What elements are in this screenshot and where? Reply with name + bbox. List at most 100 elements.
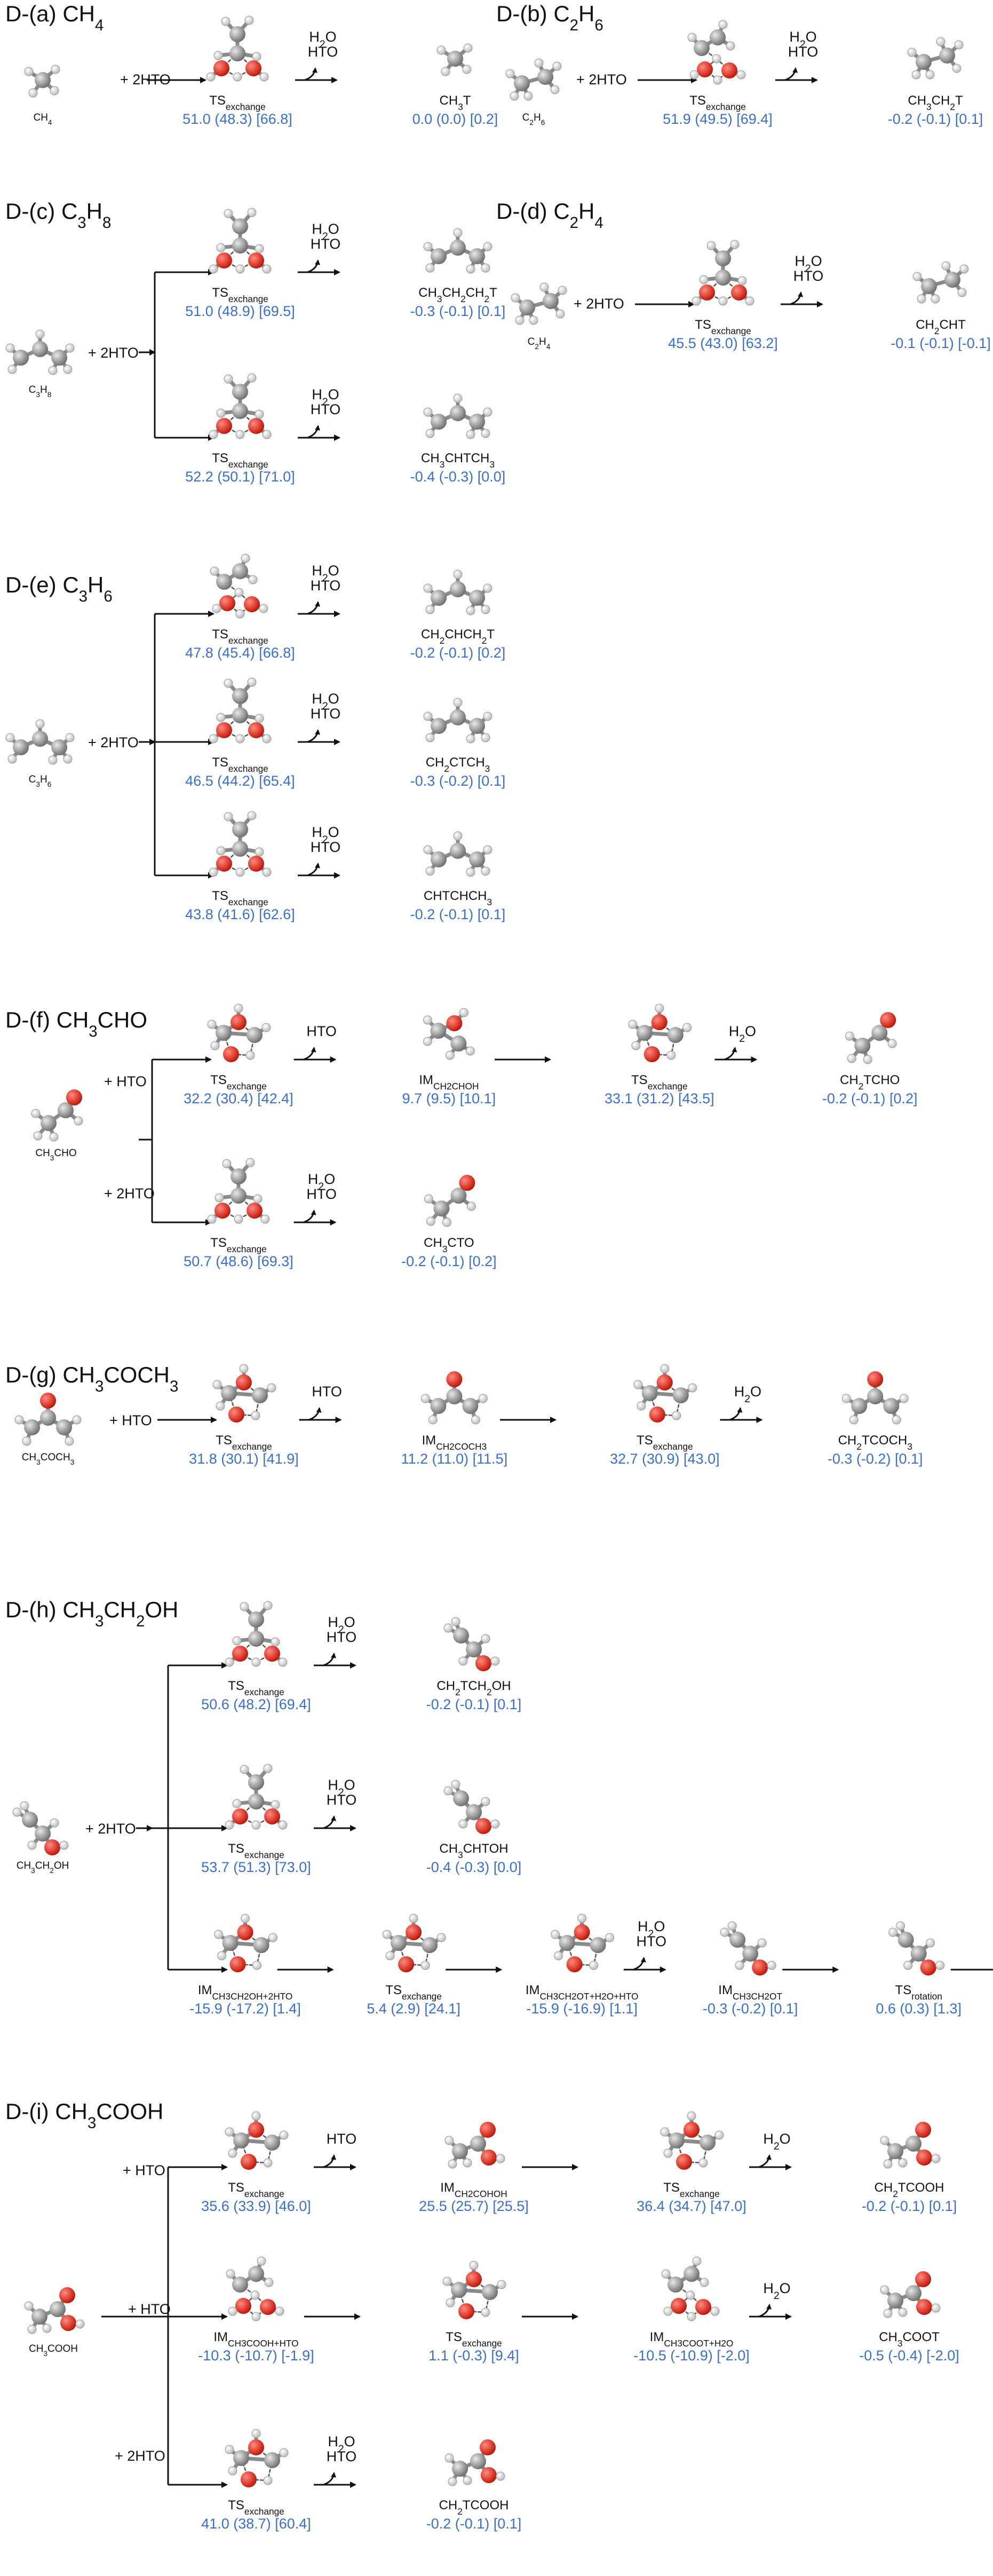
hydrogen-atom: [534, 58, 544, 68]
carbon-atom: [466, 1641, 482, 1657]
hydrogen-atom: [737, 276, 747, 286]
transition-state-structure: [628, 1003, 692, 1062]
hydrogen-bond: [722, 276, 740, 294]
ts-label: TSexchange: [216, 1433, 272, 1452]
transition-state-structure: [687, 20, 746, 85]
intermediate-structure: [444, 2122, 505, 2169]
hydrogen-atom: [241, 1914, 250, 1923]
hydrogen-atom: [687, 2111, 696, 2121]
hydrogen-atom: [27, 2325, 37, 2334]
carbon-atom: [233, 2132, 249, 2148]
hydrogen-atom: [262, 734, 272, 744]
hydrogen-atom: [686, 2290, 695, 2300]
reactant-structure: [5, 719, 75, 765]
carbon-atom: [450, 240, 466, 256]
hydrogen-atom: [423, 407, 433, 417]
carbon-atom: [715, 270, 731, 286]
reagent-label: + 2HTO: [576, 72, 627, 88]
carbon-atom: [221, 1385, 237, 1401]
hydrogen-atom: [883, 2309, 893, 2318]
hydrogen-atom: [463, 43, 473, 53]
oxygen-atom: [247, 1203, 263, 1219]
released-species-label: H2O: [638, 1918, 665, 1940]
hydrogen-atom: [529, 315, 538, 325]
energy-value: -0.2 (-0.1) [0.1]: [426, 1696, 522, 1712]
energy-value: 43.8 (41.6) [62.6]: [185, 906, 295, 922]
hydrogen-atom: [247, 208, 257, 217]
released-species-label: HTO: [327, 2131, 357, 2147]
transition-state-structure: [207, 1003, 271, 1062]
carbon-atom: [641, 1385, 658, 1401]
hydrogen-atom: [224, 812, 233, 821]
ts-label: TSexchange: [385, 1983, 442, 2002]
carbon-atom: [450, 1036, 467, 1052]
hydrogen-atom: [655, 1003, 664, 1013]
hydrogen-atom: [51, 65, 60, 74]
oxygen-atom: [245, 60, 261, 76]
oxygen-atom: [406, 1924, 422, 1940]
release-step: H2O: [749, 2280, 792, 2320]
hydrogen-atom: [235, 867, 245, 877]
product-structure: [880, 2271, 941, 2318]
oxygen-atom: [916, 2299, 932, 2315]
product-label: CH3CH2CH2T: [418, 286, 497, 304]
released-species-label: H2O: [312, 691, 339, 712]
hydrogen-atom: [466, 1202, 476, 1211]
energy-value: 50.6 (48.2) [69.4]: [201, 1696, 311, 1712]
reagent-label: + 2HTO: [574, 296, 624, 312]
hydrogen-atom: [224, 374, 233, 384]
carbon-atom: [35, 1826, 51, 1842]
hydrogen-atom: [250, 2290, 260, 2300]
energy-value: 41.0 (38.7) [60.4]: [201, 2516, 311, 2532]
hydrogen-atom: [672, 1411, 681, 1420]
carbon-atom: [232, 841, 248, 857]
hydrogen-atom: [263, 1601, 273, 1610]
intermediate-structure: [720, 1921, 776, 1976]
hydrogen-atom: [262, 430, 272, 439]
hydrogen-atom: [453, 570, 463, 579]
released-species-label: H2O: [308, 1171, 335, 1192]
hydrogen-atom: [216, 1401, 225, 1411]
reactant-structure: [511, 282, 567, 325]
carbon-atom: [232, 403, 248, 419]
hydrogen-atom: [465, 1046, 475, 1056]
carbon-atom: [24, 1419, 40, 1435]
released-species-label: HTO: [788, 44, 819, 60]
transition-state-structure: [442, 2261, 506, 2319]
hydrogen-atom: [554, 1951, 563, 1961]
hydrogen-atom: [271, 1637, 280, 1647]
reactant-label: C2H4: [528, 336, 551, 351]
intermediate-structure: [226, 2256, 284, 2321]
released-species-label: H2O: [763, 2131, 790, 2152]
oxygen-atom: [248, 2122, 264, 2138]
hydrogen-bond: [255, 1638, 273, 1655]
hydrogen-atom: [700, 2278, 709, 2287]
reactant-structure: [24, 2287, 85, 2334]
hydrogen-atom: [423, 845, 433, 855]
carbon-atom: [431, 590, 447, 606]
hydrogen-atom: [555, 309, 565, 319]
hydrogen-atom: [5, 343, 15, 353]
oxygen-atom: [237, 1924, 253, 1940]
oxygen-atom: [219, 595, 235, 611]
release-step: H2O: [720, 1384, 763, 1423]
hydrogen-atom: [259, 72, 269, 82]
hydrogen-atom: [252, 1961, 262, 1970]
hydrogen-atom: [50, 1818, 59, 1828]
reagent-label: + HTO: [109, 1412, 152, 1428]
release-arrow: [758, 2154, 772, 2168]
carbon-atom: [446, 1388, 463, 1404]
reactant-label: C3H8: [29, 384, 52, 399]
hydrogen-atom: [24, 2301, 34, 2311]
carbon-atom: [51, 350, 67, 366]
carbon-atom: [35, 72, 51, 88]
hydrogen-atom: [633, 1380, 643, 1389]
hydrogen-atom: [423, 712, 433, 721]
product-structure: [443, 1617, 500, 1671]
release-arrow: [729, 1407, 743, 1421]
hydrogen-atom: [936, 37, 946, 46]
energy-value: -0.2 (-0.1) [0.2]: [410, 645, 506, 661]
energy-value: -0.2 (-0.1) [0.1]: [888, 111, 983, 127]
hydrogen-atom: [692, 296, 701, 306]
reactant-structure: [14, 1393, 82, 1446]
